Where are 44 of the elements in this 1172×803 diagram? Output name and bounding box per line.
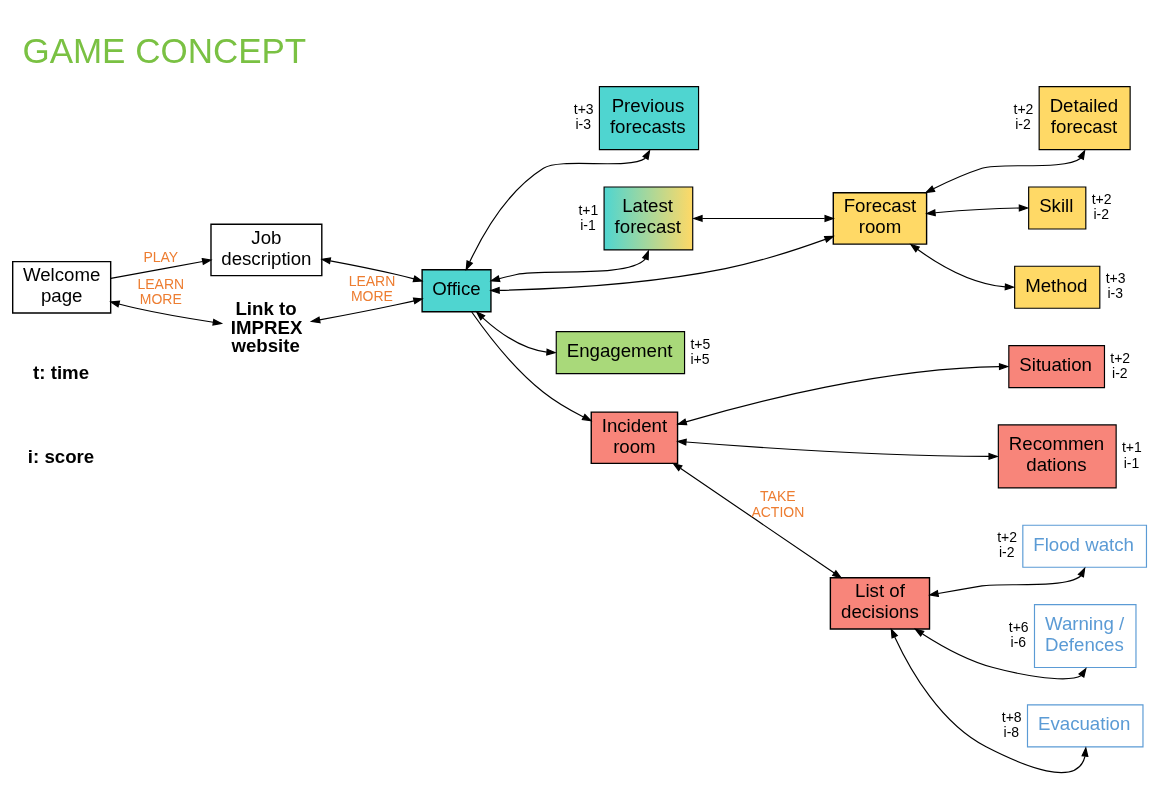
label: i: score <box>27 445 95 467</box>
edge-label: TAKE ACTION <box>751 487 805 520</box>
arrow <box>471 310 593 421</box>
arrow <box>692 214 835 222</box>
arrow <box>489 248 650 282</box>
node-label: t+2 i-2 <box>1110 349 1131 381</box>
arrow <box>320 256 424 282</box>
node-box: Welcome page <box>12 260 112 314</box>
edge-label: LEARN MORE <box>348 272 396 304</box>
node-label: t+6 i-6 <box>1008 618 1029 650</box>
arrow <box>109 300 224 326</box>
node-label: t+3 i-3 <box>1105 269 1126 301</box>
node-label: t+2 i-2 <box>1013 100 1034 132</box>
arrow <box>913 627 1087 679</box>
node-box: List of decisions <box>829 576 931 630</box>
arrow <box>110 257 213 279</box>
arrow <box>676 437 999 460</box>
arrow <box>672 462 843 579</box>
node-box: Office <box>421 268 492 312</box>
node-label: t+1 i-1 <box>1121 438 1142 471</box>
arrow <box>465 148 651 271</box>
arrow <box>309 296 424 323</box>
arrow <box>475 310 557 356</box>
node-label: t+8 i-8 <box>1001 708 1022 740</box>
diagram-title: GAME CONCEPT <box>22 30 307 70</box>
node-box: Forecast room <box>832 191 928 245</box>
arrow <box>928 566 1086 597</box>
edge-label: LEARN MORE <box>137 275 185 307</box>
node-label: t+5 i+5 <box>690 335 711 367</box>
node-label: t+2 i-2 <box>1091 190 1112 222</box>
arrow <box>890 627 1089 773</box>
arrow <box>924 148 1086 193</box>
edge-label: PLAY <box>143 248 179 265</box>
node-label: t+1 i-1 <box>578 201 599 233</box>
arrow <box>676 362 1010 425</box>
node-label: t+2 i-2 <box>997 528 1018 560</box>
label: t: time <box>33 361 90 383</box>
arrow <box>909 242 1016 291</box>
node-label: t+3 i-3 <box>573 100 594 132</box>
node-box: Job description <box>210 223 323 276</box>
arrow <box>489 235 835 294</box>
node-box: Incident room <box>590 410 679 464</box>
arrow <box>925 203 1030 216</box>
node-text: Link to IMPREX website <box>230 297 303 356</box>
